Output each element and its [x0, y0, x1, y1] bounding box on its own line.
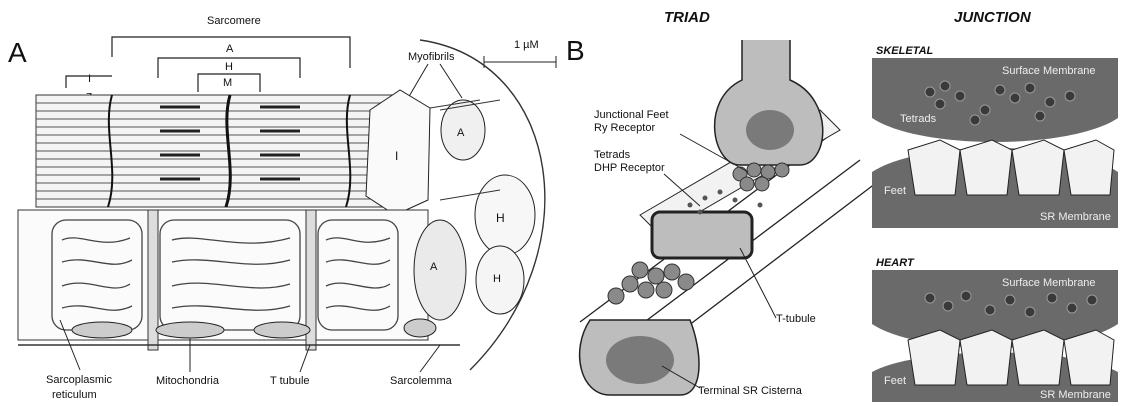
- scale-label: 1 µM: [514, 39, 539, 51]
- tetrads-label: Tetrads: [594, 149, 631, 161]
- h-band-label: H: [225, 61, 233, 73]
- terminal-sr-label: Terminal SR Cisterna: [698, 385, 803, 397]
- skeletal-junction: Surface Membrane Tetrads Feet SR Membran…: [872, 58, 1118, 228]
- myofibrils-label: Myofibrils: [408, 51, 455, 63]
- myofibrils-pointer-2: [440, 64, 462, 98]
- panel-b-junction: JUNCTION SKELETAL Surface Membrane Tetra…: [872, 9, 1118, 402]
- panel-b-letter: B: [566, 35, 585, 66]
- cross-section-a-label: A: [457, 127, 465, 139]
- dhp-receptor-label: DHP Receptor: [594, 162, 665, 174]
- t-tubule-label: T tubule: [270, 375, 310, 387]
- panel-b-triad: B TRIAD Junctional Feet Ry Receptor Tet: [566, 9, 880, 397]
- skeletal-surface-membrane-label: Surface Membrane: [1002, 65, 1096, 77]
- heart-heading: HEART: [876, 257, 915, 269]
- sr-block: [18, 210, 428, 340]
- heart-sr-membrane-label: SR Membrane: [1040, 389, 1111, 401]
- junction-title: JUNCTION: [954, 9, 1032, 26]
- a-band-label: A: [226, 43, 234, 55]
- panel-a-letter: A: [8, 37, 27, 68]
- triad-title: TRIAD: [664, 9, 710, 26]
- upper-cisterna-lumen: [746, 110, 794, 150]
- panel-a: A Sarcomere A H M I Z Myofibrils 1 µM: [8, 15, 556, 401]
- skeletal-feet-label: Feet: [884, 185, 906, 197]
- ry-receptor-label: Ry Receptor: [594, 122, 655, 134]
- cross-section-i-label: I: [395, 149, 398, 163]
- sarcolemma-label: Sarcolemma: [390, 375, 453, 387]
- heart-junction: Surface Membrane Feet SR Membrane: [872, 270, 1118, 402]
- heart-surface-membrane-label: Surface Membrane: [1002, 277, 1096, 289]
- sarcomere-label: Sarcomere: [207, 15, 261, 27]
- myofibril-cross-section-a-lower: [414, 220, 466, 320]
- cross-section-h-lower-label: H: [493, 273, 501, 285]
- reticulum-label: reticulum: [52, 389, 97, 401]
- t-tubule-cross-section: [652, 212, 752, 258]
- mitochondria-label: Mitochondria: [156, 375, 220, 387]
- heart-feet-label: Feet: [884, 375, 906, 387]
- sarcolemma-pointer: [420, 345, 440, 372]
- sarcoplasmic-label: Sarcoplasmic: [46, 374, 113, 386]
- m-line-label: M: [223, 77, 232, 89]
- t-tubule-b-label: T-tubule: [776, 313, 816, 325]
- cross-section-a-lower-label: A: [430, 261, 438, 273]
- lower-cisterna-lumen: [606, 336, 674, 384]
- junctional-feet-label: Junctional Feet: [594, 109, 669, 121]
- t-tubule-pointer: [300, 345, 310, 372]
- cross-section-h-label: H: [496, 211, 505, 225]
- skeletal-sr-membrane-label: SR Membrane: [1040, 211, 1111, 223]
- scale-bar: [484, 56, 556, 68]
- i-band-label: I: [88, 73, 91, 85]
- myofibril-cross-section-h: [475, 175, 535, 255]
- skeletal-heading: SKELETAL: [876, 45, 934, 57]
- skeletal-tetrads-label: Tetrads: [900, 113, 937, 125]
